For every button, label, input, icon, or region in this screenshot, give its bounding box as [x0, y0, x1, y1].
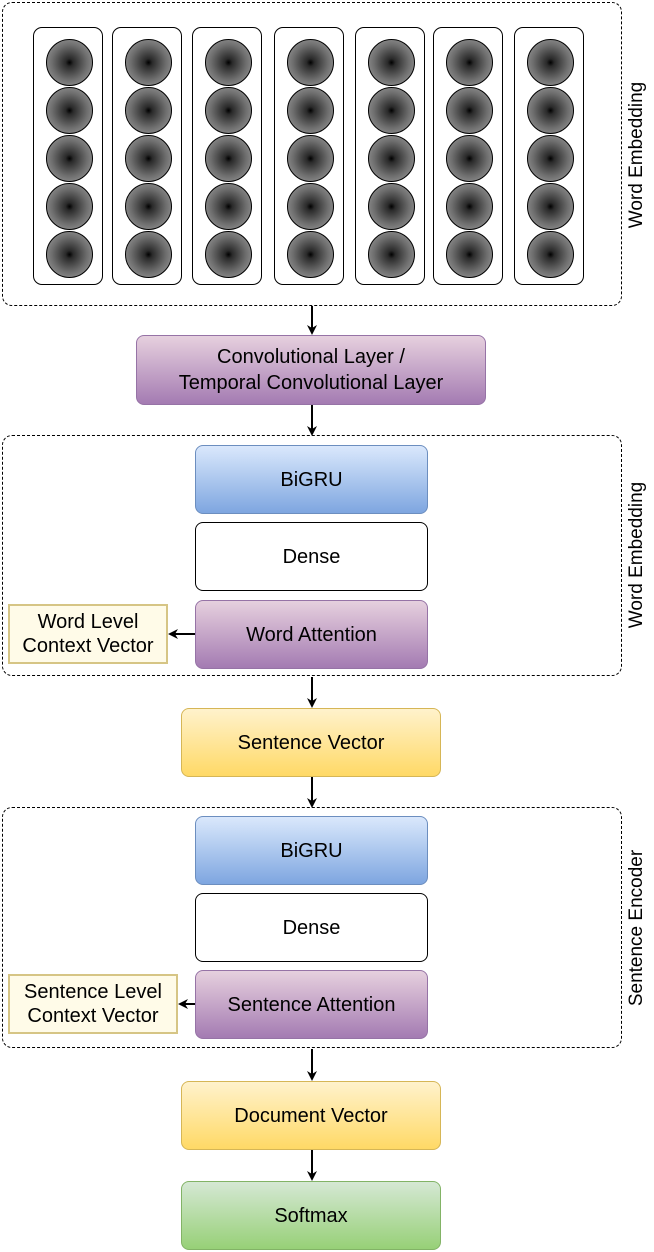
embedding-neuron [46, 135, 93, 182]
convolutional-layer-node: Convolutional Layer / Temporal Convoluti… [136, 335, 486, 405]
embedding-neuron [368, 135, 415, 182]
word-embedding-group [2, 2, 622, 306]
word-dense-node: Dense [195, 522, 428, 591]
word-context-vector-text: Word Level Context Vector [22, 611, 154, 657]
embedding-neuron [527, 183, 574, 230]
softmax-node: Softmax [181, 1181, 441, 1250]
embedding-column [33, 27, 103, 285]
embedding-column [433, 27, 503, 285]
word-dense-text: Dense [282, 545, 341, 568]
sentence-dense-node: Dense [195, 893, 428, 962]
document-vector-node: Document Vector [181, 1081, 441, 1150]
word-context-vector-node: Word Level Context Vector [8, 604, 168, 664]
embedding-neuron [125, 39, 172, 86]
embedding-neuron [205, 135, 252, 182]
word-bigru-node: BiGRU [195, 445, 428, 514]
embedding-neuron [446, 39, 493, 86]
embedding-neuron [125, 87, 172, 134]
sentence-vector-text: Sentence Vector [237, 731, 385, 754]
embedding-neuron [125, 135, 172, 182]
document-vector-text: Document Vector [234, 1104, 388, 1127]
convolutional-layer-text: Convolutional Layer / Temporal Convoluti… [178, 346, 444, 394]
embedding-neuron [205, 231, 252, 278]
softmax-text: Softmax [274, 1204, 348, 1227]
embedding-column [355, 27, 425, 285]
embedding-neuron [527, 39, 574, 86]
word-bigru-text: BiGRU [280, 468, 343, 491]
embedding-neuron [527, 87, 574, 134]
embedding-neuron [368, 183, 415, 230]
sentence-context-vector-text: Sentence Level Context Vector [24, 981, 162, 1027]
embedding-neuron [125, 231, 172, 278]
embedding-neuron [287, 39, 334, 86]
embedding-column [514, 27, 584, 285]
sentence-bigru-node: BiGRU [195, 816, 428, 885]
embedding-neuron [446, 231, 493, 278]
embedding-neuron [125, 183, 172, 230]
embedding-neuron [46, 39, 93, 86]
embedding-column [112, 27, 182, 285]
embedding-neuron [287, 135, 334, 182]
word-attention-text: Word Attention [246, 623, 377, 646]
embedding-neuron [46, 231, 93, 278]
word-attention-node: Word Attention [195, 600, 428, 669]
embedding-neuron [446, 135, 493, 182]
sentence-dense-text: Dense [282, 916, 341, 939]
embedding-neuron [446, 183, 493, 230]
embedding-neuron [287, 183, 334, 230]
sentence-bigru-text: BiGRU [280, 839, 343, 862]
embedding-neuron [287, 87, 334, 134]
embedding-neuron [527, 231, 574, 278]
sentence-vector-node: Sentence Vector [181, 708, 441, 777]
embedding-column [192, 27, 262, 285]
embedding-neuron [368, 87, 415, 134]
embedding-neuron [205, 183, 252, 230]
embedding-neuron [205, 87, 252, 134]
embedding-column [274, 27, 344, 285]
embedding-neuron [446, 87, 493, 134]
sentence-context-vector-node: Sentence Level Context Vector [8, 974, 178, 1034]
embedding-neuron [287, 231, 334, 278]
embedding-neuron [205, 39, 252, 86]
embedding-neuron [46, 183, 93, 230]
sentence-attention-node: Sentence Attention [195, 970, 428, 1039]
embedding-neuron [527, 135, 574, 182]
embedding-neuron [368, 39, 415, 86]
sentence-attention-text: Sentence Attention [227, 993, 396, 1016]
embedding-neuron [368, 231, 415, 278]
embedding-neuron [46, 87, 93, 134]
